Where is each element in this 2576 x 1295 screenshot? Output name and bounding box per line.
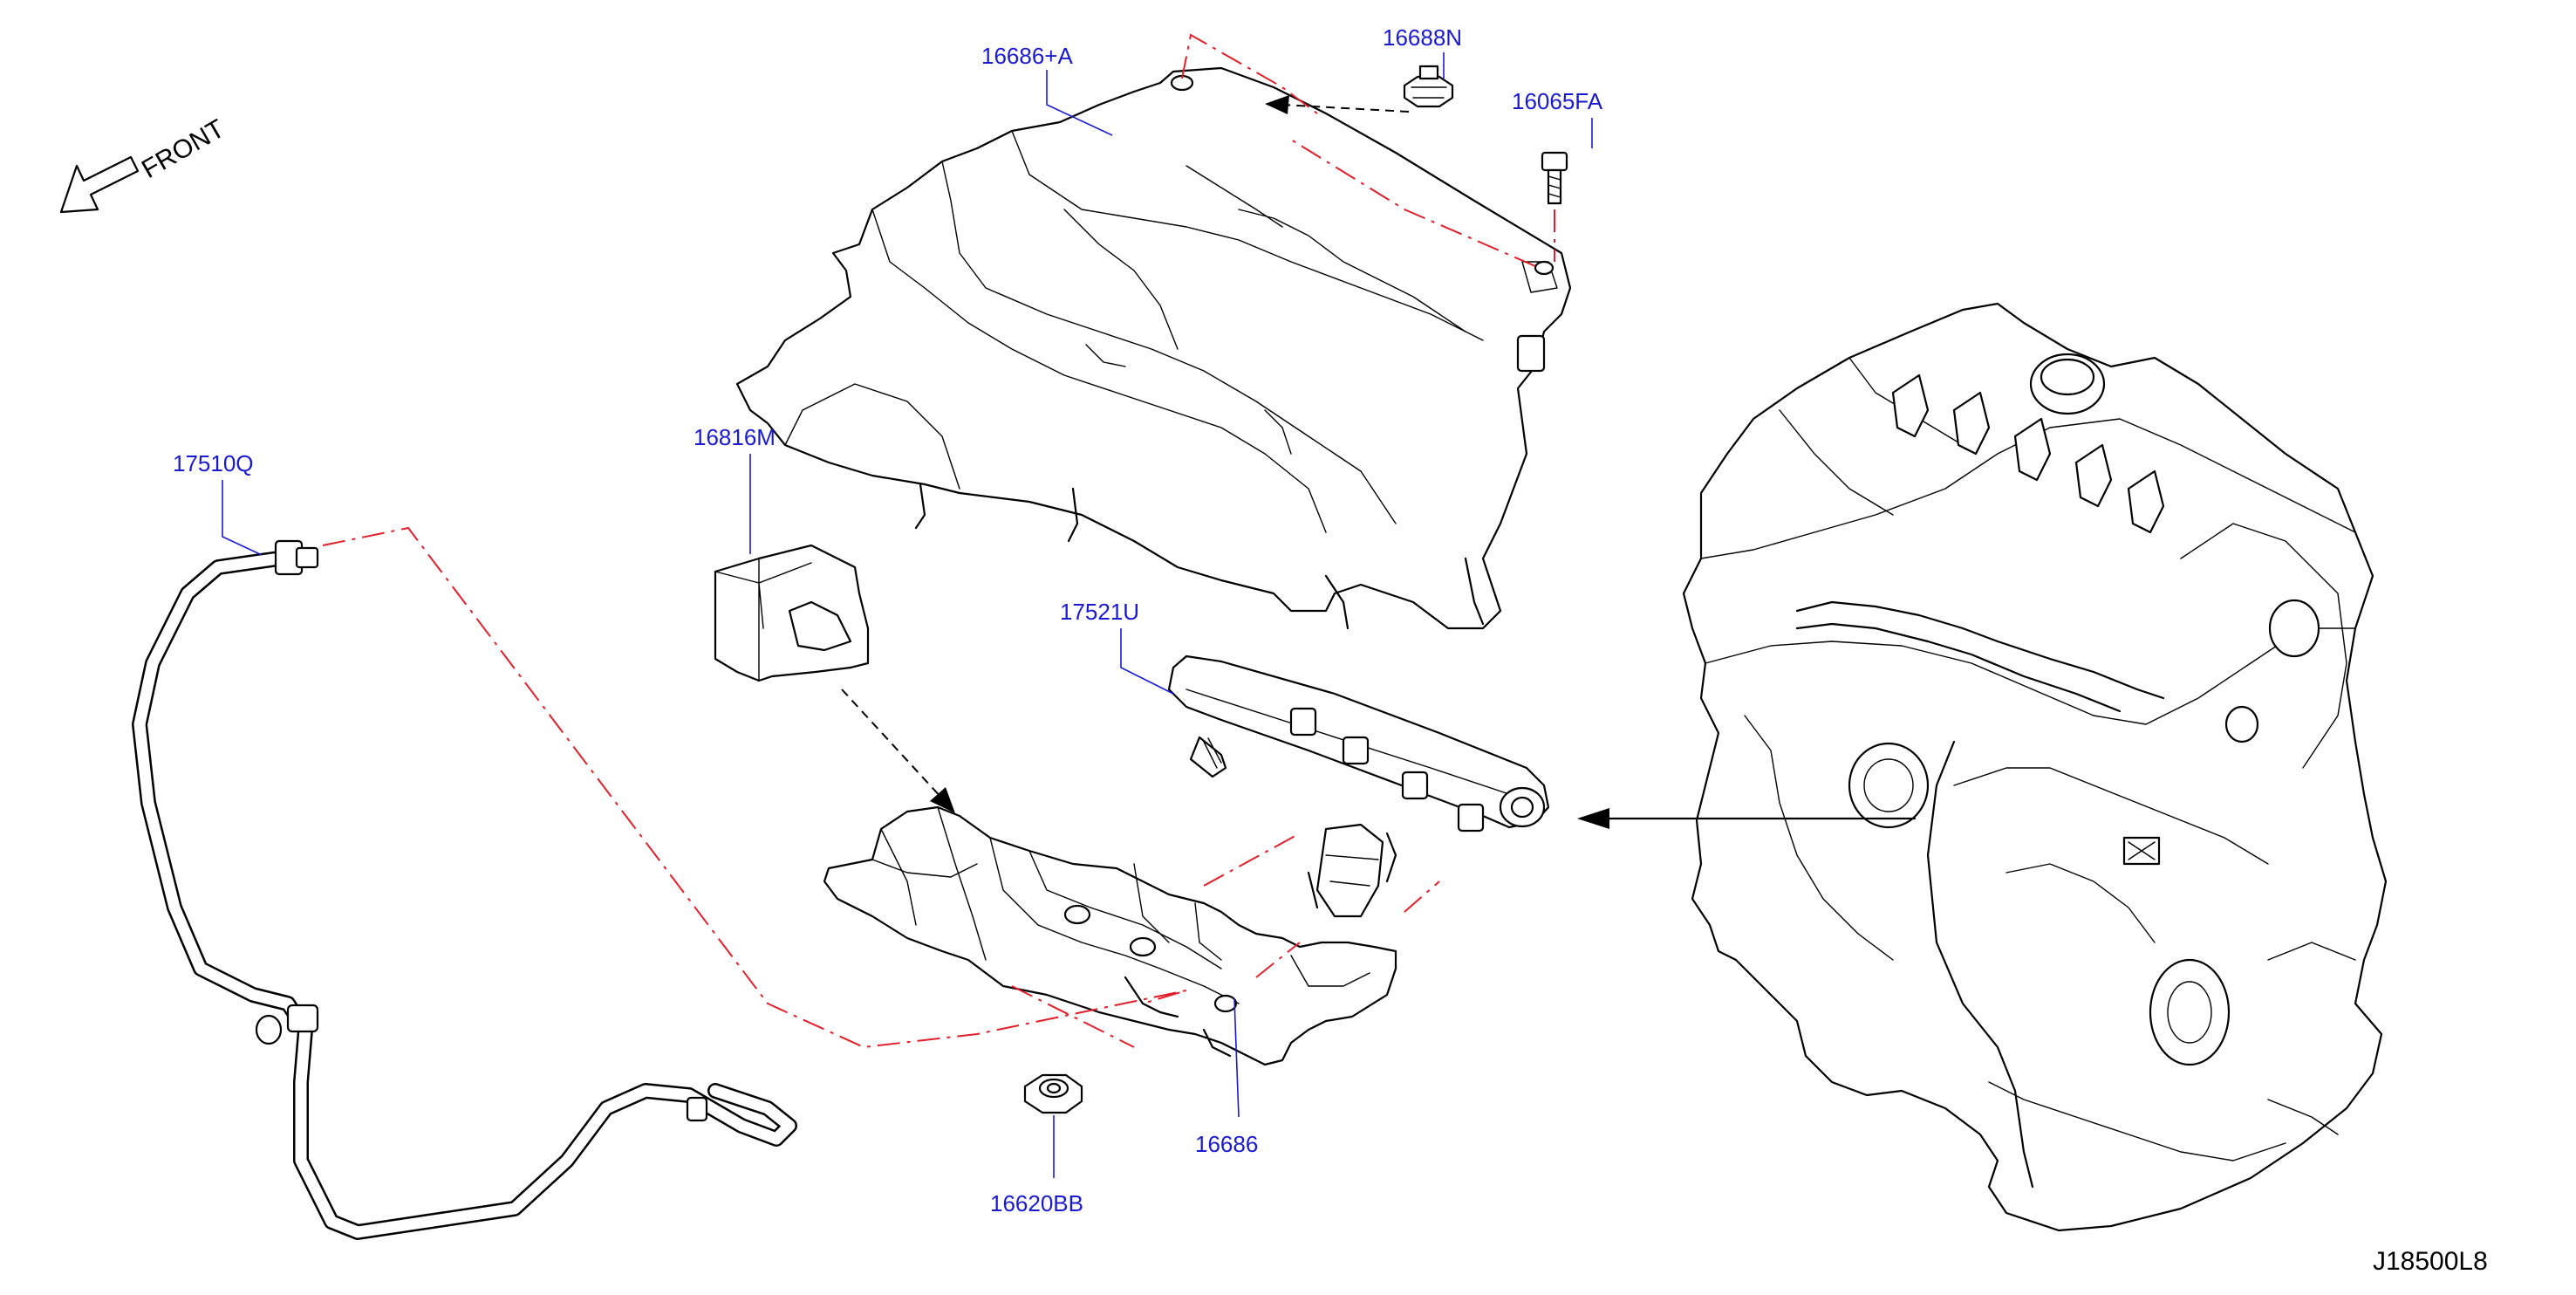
part-labels: 16686+A 16688N 16065FA 17510Q 16816M 175…	[173, 24, 2488, 1276]
label-16816m[interactable]: 16816M	[694, 424, 776, 450]
front-arrow-icon	[59, 155, 140, 214]
nut-part[interactable]	[1023, 1073, 1083, 1114]
label-16686[interactable]: 16686	[1195, 1131, 1258, 1157]
label-16065fa[interactable]: 16065FA	[1512, 88, 1603, 114]
fuel-hose[interactable]	[132, 539, 797, 1240]
diagram-id: J18500L8	[2373, 1247, 2488, 1276]
insulator-block[interactable]	[714, 544, 870, 682]
label-16688n[interactable]: 16688N	[1383, 24, 1462, 51]
label-17510q[interactable]: 17510Q	[173, 450, 254, 476]
label-16686-a[interactable]: 16686+A	[981, 43, 1073, 69]
label-17521u[interactable]: 17521U	[1060, 599, 1139, 625]
lower-bracket[interactable]	[823, 805, 1397, 1066]
engine-assembly	[1682, 302, 2388, 1232]
guide-lines	[322, 33, 1917, 1049]
upper-engine-cover[interactable]	[735, 66, 1572, 630]
clip-part[interactable]	[1403, 65, 1454, 108]
bolt-part[interactable]	[1541, 151, 1568, 205]
label-16620bb[interactable]: 16620BB	[990, 1190, 1083, 1216]
fuel-rail[interactable]	[1167, 654, 1550, 918]
front-label: FRONT	[137, 114, 229, 184]
label-leaders	[222, 52, 1593, 1178]
front-direction-indicator: FRONT	[59, 114, 229, 214]
